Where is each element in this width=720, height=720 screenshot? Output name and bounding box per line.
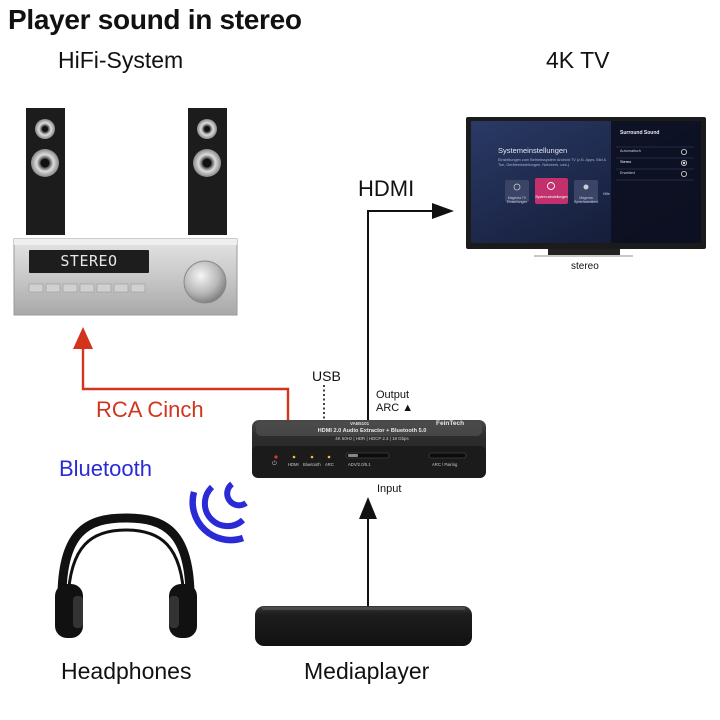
device-brand-logo: FeinTech (436, 420, 465, 427)
arc-led-label: ARC (325, 462, 334, 467)
tv-panel-title: Surround Sound (620, 130, 660, 136)
headphones-icon (55, 513, 197, 638)
device-name: HDMI 2.0 Audio Extractor + Bluetooth 5.0 (317, 428, 427, 434)
page-title: Player sound in stereo (8, 4, 302, 35)
tv-panel-option-selected: Stereo (620, 160, 632, 164)
arrow-head-icon (73, 327, 93, 349)
tv-tile-label: Hilfe (603, 192, 610, 196)
gear-icon (547, 182, 555, 190)
input-label: Input (377, 483, 402, 495)
mediaplayer-label: Mediaplayer (304, 658, 430, 684)
tv-side-panel (611, 121, 701, 243)
input-connection (359, 497, 377, 606)
pairing-button (428, 452, 467, 459)
audio-extractor-device (252, 420, 486, 478)
radio-icon (681, 148, 688, 155)
bluetooth-led (310, 455, 314, 459)
tv-tile (574, 180, 598, 202)
hdmi-led-label: HDMI (288, 462, 299, 467)
tv-tile-label: Magenta TV Einstellungen (506, 196, 528, 204)
headphones-label: Headphones (61, 658, 192, 684)
bluetooth-label: Bluetooth (59, 456, 152, 481)
output-label: Output (376, 389, 410, 401)
mode-switch-label: ADV/2.0/5.1 (348, 462, 371, 467)
device-specs: 4K 60Hz | HDR | HDCP 2.3 | 18 Gbps (335, 436, 409, 441)
power-led (274, 455, 278, 459)
tv-label: 4K TV (546, 47, 610, 73)
hdmi-label: HDMI (358, 176, 415, 201)
arrow-head-icon (432, 203, 454, 219)
radio-icon (681, 170, 688, 177)
tv-panel-option: Erweitert (620, 171, 635, 175)
gear-icon (513, 183, 521, 191)
hdmi-connection (367, 203, 454, 420)
arc-label: ARC ▲ (376, 402, 414, 414)
receiver-buttons (28, 283, 146, 293)
volume-knob (183, 260, 227, 304)
hifi-receiver (13, 238, 238, 316)
rca-connection (73, 327, 290, 420)
arrow-head-icon (359, 497, 377, 519)
bluetooth-led-label: Bluetooth (303, 462, 321, 467)
tv-tile-label: System-einstellungen (535, 195, 568, 199)
tv-tile (505, 180, 529, 202)
right-speaker (188, 108, 227, 235)
rca-cinch-label: RCA Cinch (96, 397, 204, 422)
pairing-button-label: ARC / Pairing (432, 462, 458, 467)
power-icon: ⏻ (272, 461, 277, 467)
hifi-system-label: HiFi-System (58, 47, 184, 73)
hdmi-led (292, 455, 296, 459)
microphone-icon (583, 184, 589, 190)
tv-description: Einstellungen zum Betriebssystem Android… (498, 158, 607, 167)
tv-tile-label: Magenta Sprachassistent (573, 196, 599, 204)
tv-heading: Systemeinstellungen (498, 146, 568, 155)
tv-panel-option: Automatisch (620, 149, 641, 153)
device-model: VAB5101 (350, 421, 370, 426)
receiver-display-text: STEREO (60, 252, 118, 270)
tv-tile-selected (535, 178, 568, 204)
tv-stand (548, 249, 620, 255)
tv-4k (466, 117, 706, 257)
arc-led (327, 455, 331, 459)
tv-caption: stereo (571, 261, 599, 272)
mediaplayer-device (255, 606, 472, 646)
usb-label: USB (312, 368, 341, 384)
receiver-display (29, 250, 149, 273)
radio-icon (681, 159, 688, 166)
bluetooth-waves-icon (189, 481, 248, 544)
left-speaker (26, 108, 65, 235)
